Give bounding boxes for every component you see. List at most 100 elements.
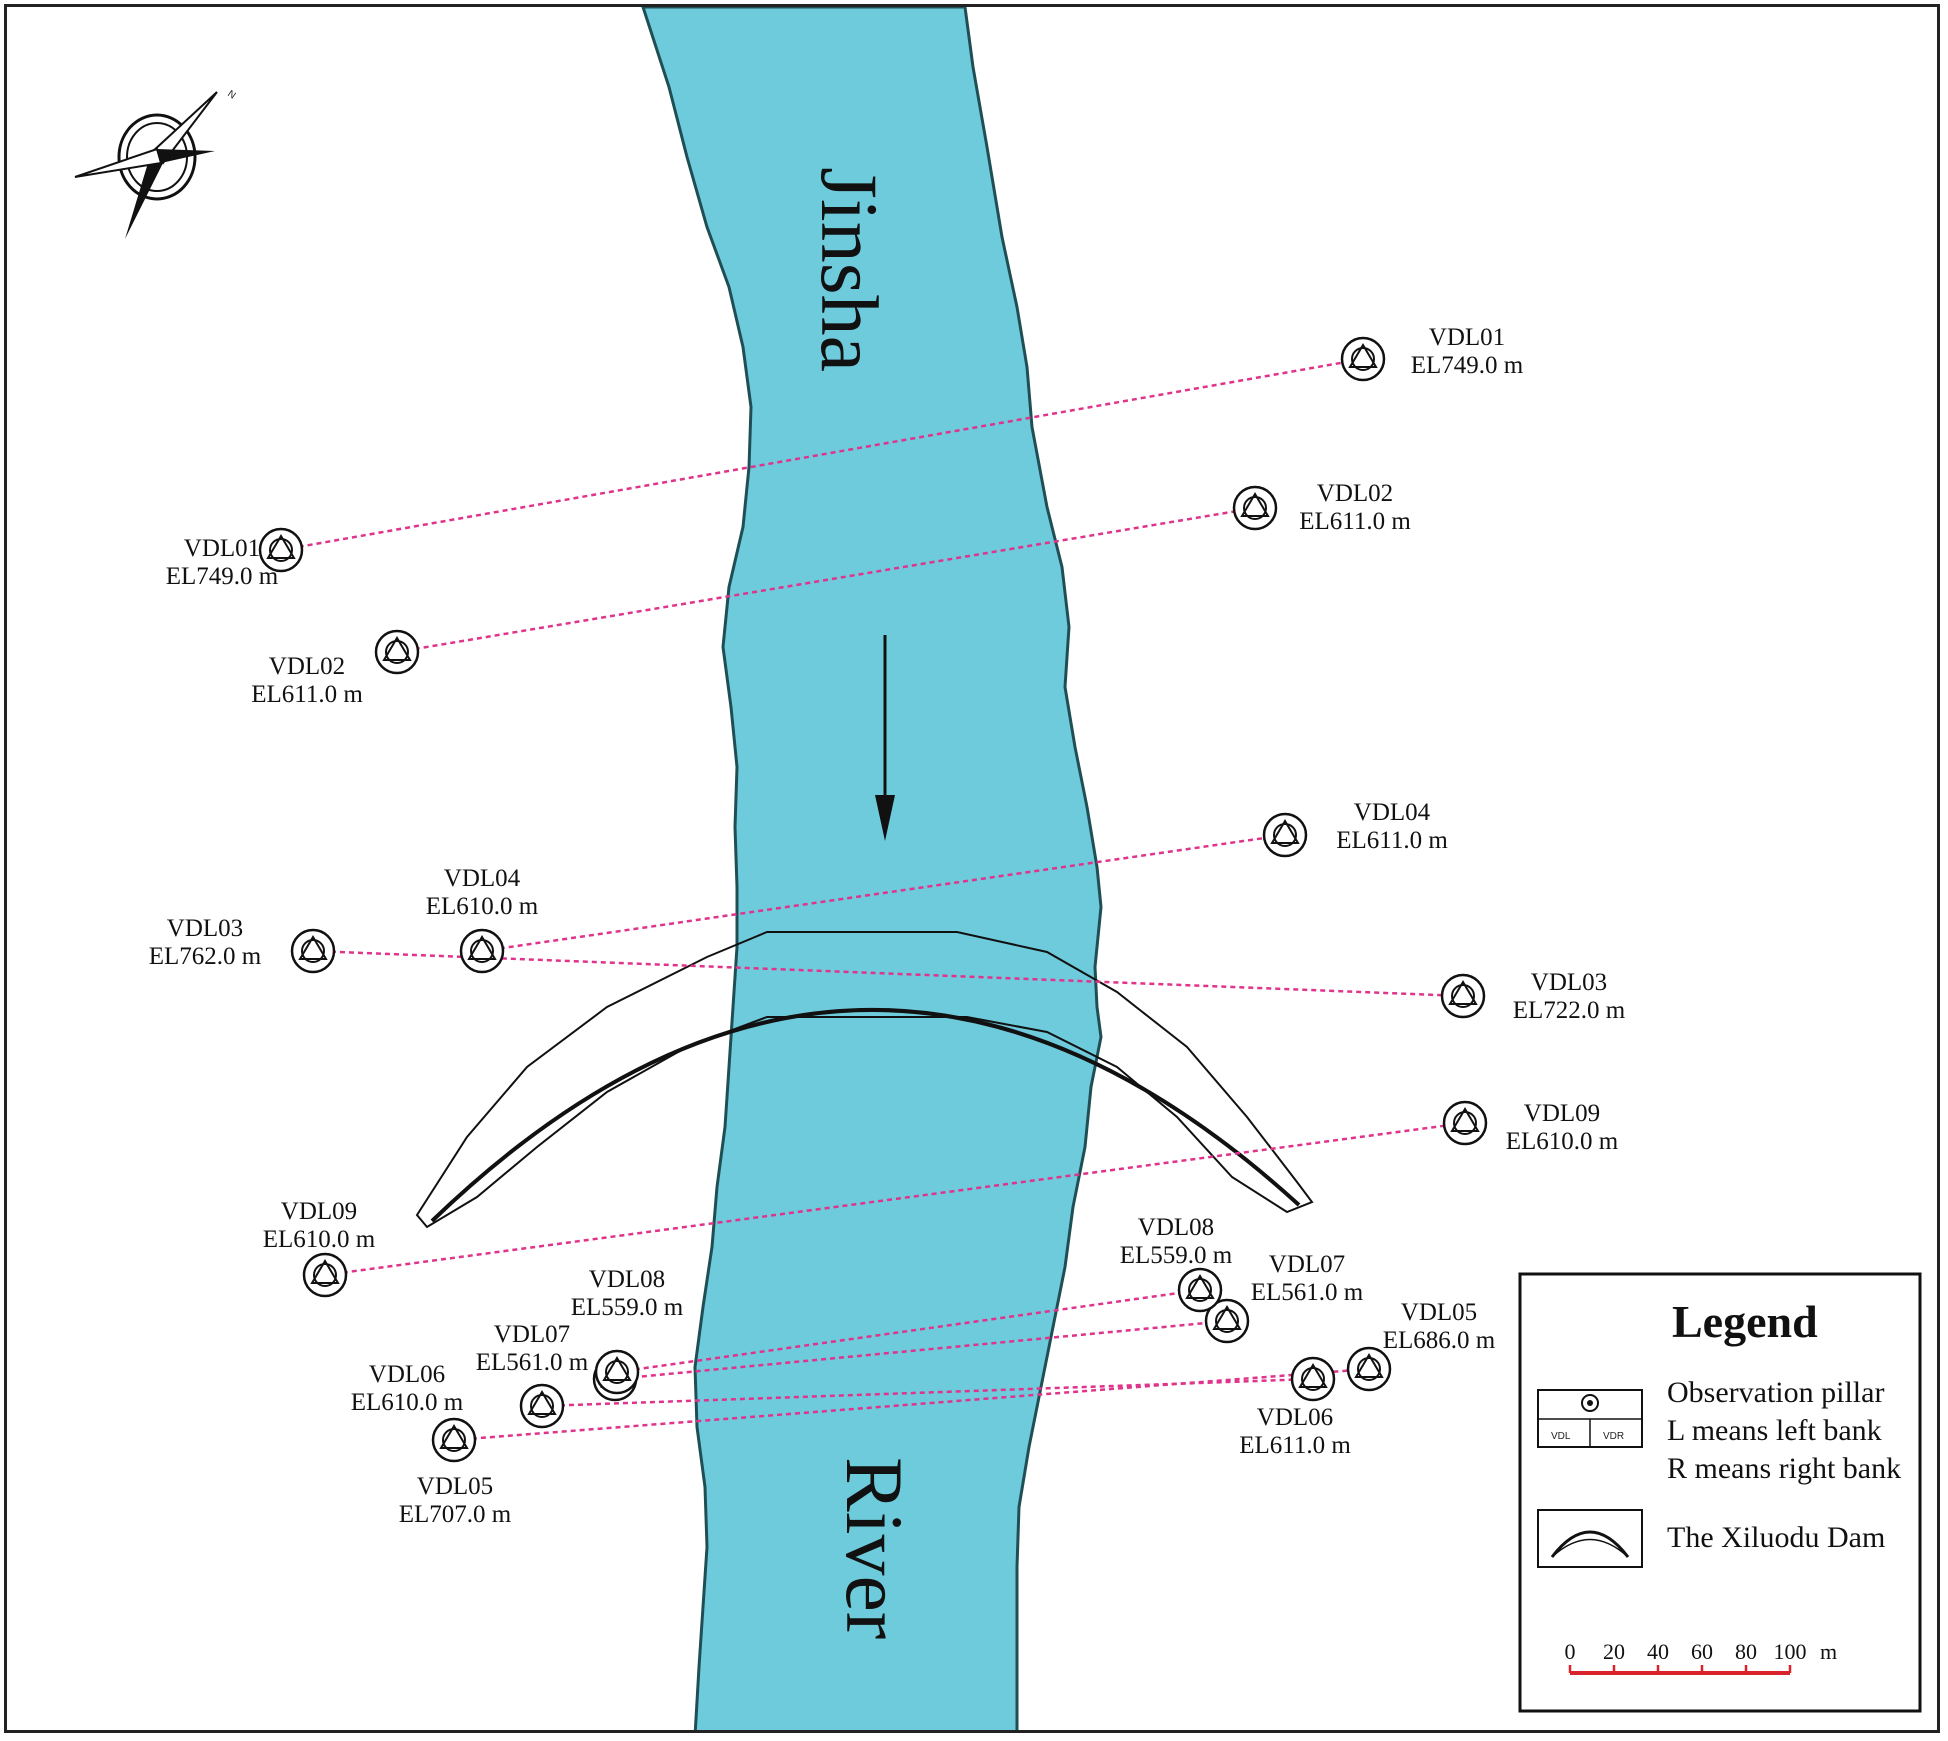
pillar-icon	[1346, 1346, 1392, 1392]
scale-tick-label: 0	[1565, 1639, 1576, 1664]
pillar-elevation: EL610.0 m	[263, 1226, 376, 1253]
pillar-icon	[431, 1417, 477, 1463]
pillar-name: VDL06	[1257, 1404, 1333, 1431]
sight-line-l01-r01	[280, 357, 1364, 552]
legend-dam-label: The Xiluodu Dam	[1667, 1521, 1885, 1554]
pillar-elevation: EL749.0 m	[1411, 352, 1524, 379]
pillar-name: VDL03	[167, 915, 243, 942]
pillar-elevation: EL611.0 m	[1299, 508, 1411, 535]
pillar-name: VDL05	[1401, 1299, 1477, 1326]
scale-tick-label: 100	[1774, 1639, 1807, 1664]
xiluodu-dam	[415, 931, 1314, 1229]
pillar-name: VDL01	[184, 535, 260, 562]
sight-line-l07-r07	[614, 1319, 1228, 1381]
pillar-icon	[302, 1252, 348, 1298]
pillar-icon	[1340, 336, 1386, 382]
pillar-icon	[1204, 1298, 1250, 1344]
pillar-name: VDL04	[1354, 799, 1431, 826]
pillar-icon	[1290, 1356, 1336, 1402]
north-arrow-icon: N	[74, 88, 238, 239]
scale-tick-label: 40	[1647, 1639, 1669, 1664]
legend-pillar-line3: R means right bank	[1667, 1452, 1901, 1485]
pillar-name: VDL08	[589, 1266, 665, 1293]
pillar-icon	[459, 928, 505, 974]
pillar-icon	[290, 928, 336, 974]
pillar-name: VDL06	[369, 1361, 445, 1388]
sight-line-l02-r02	[396, 506, 1256, 654]
pillar-name: VDL02	[1317, 480, 1393, 507]
pillar-elevation: EL610.0 m	[1506, 1128, 1619, 1155]
sight-line-l03-r03	[312, 949, 1464, 998]
pillar-icon	[374, 629, 420, 675]
pillar-name: VDL09	[281, 1198, 357, 1225]
pillar-icon	[519, 1383, 565, 1429]
pillar-icon	[594, 1349, 640, 1395]
pillar-elevation: EL707.0 m	[399, 1501, 512, 1528]
legend-dam-icon	[1537, 1509, 1643, 1568]
legend: Legend VDL VDR Observation pillar L mean…	[1518, 1272, 1922, 1713]
scale-tick-label: 20	[1603, 1639, 1625, 1664]
pillar-elevation: EL559.0 m	[1120, 1242, 1233, 1269]
pillar-elevation: EL762.0 m	[149, 943, 262, 970]
pillar-elevation: EL559.0 m	[571, 1294, 684, 1321]
pillar-name: VDL07	[494, 1321, 570, 1348]
pillar-name: VDL05	[417, 1473, 493, 1500]
pillar-elevation: EL611.0 m	[251, 681, 363, 708]
pillar-name: VDL02	[269, 653, 345, 680]
pillar-name: VDL09	[1524, 1100, 1600, 1127]
scale-bar: 0 20 40 60 80 100 m	[1565, 1639, 1837, 1675]
legend-pillar-line1: Observation pillar	[1667, 1376, 1884, 1409]
north-letter: N	[225, 88, 237, 101]
pillar-elevation: EL610.0 m	[351, 1389, 464, 1416]
pillar-icon	[1262, 812, 1308, 858]
legend-symbol-right: VDR	[1603, 1431, 1624, 1442]
sight-line-l09-r09	[324, 1121, 1466, 1277]
scale-tick-label: 80	[1735, 1639, 1757, 1664]
pillar-name: VDL03	[1531, 969, 1607, 996]
pillar-icon	[1232, 485, 1278, 531]
river-label-top: Jinsha	[804, 167, 895, 372]
river-label-bottom: River	[829, 1457, 920, 1639]
legend-pillar-line2: L means left bank	[1667, 1414, 1882, 1447]
pillar-name: VDL01	[1429, 324, 1505, 351]
sight-line-l04-r04	[481, 833, 1286, 953]
pillar-elevation: EL610.0 m	[426, 893, 539, 920]
flow-direction-arrow	[875, 635, 895, 841]
pillar-elevation: EL611.0 m	[1336, 827, 1448, 854]
pillar-elevation: EL561.0 m	[1251, 1279, 1364, 1306]
scale-unit: m	[1820, 1639, 1837, 1664]
sight-line-l08-r08	[616, 1288, 1201, 1374]
pillar-name: VDL04	[444, 865, 521, 892]
pillar-elevation: EL611.0 m	[1239, 1432, 1351, 1459]
pillar-elevation: EL722.0 m	[1513, 997, 1626, 1024]
legend-pillar-icon: VDL VDR	[1537, 1389, 1643, 1448]
river-body	[641, 7, 1103, 1730]
sight-lines	[280, 357, 1466, 1442]
pillar-icon	[258, 527, 304, 573]
scale-tick-label: 60	[1691, 1639, 1713, 1664]
pillar-name: VDL07	[1269, 1251, 1345, 1278]
pillar-icon	[1177, 1267, 1223, 1313]
legend-symbol-left: VDL	[1551, 1431, 1571, 1442]
pillar-elevation: EL561.0 m	[476, 1349, 589, 1376]
